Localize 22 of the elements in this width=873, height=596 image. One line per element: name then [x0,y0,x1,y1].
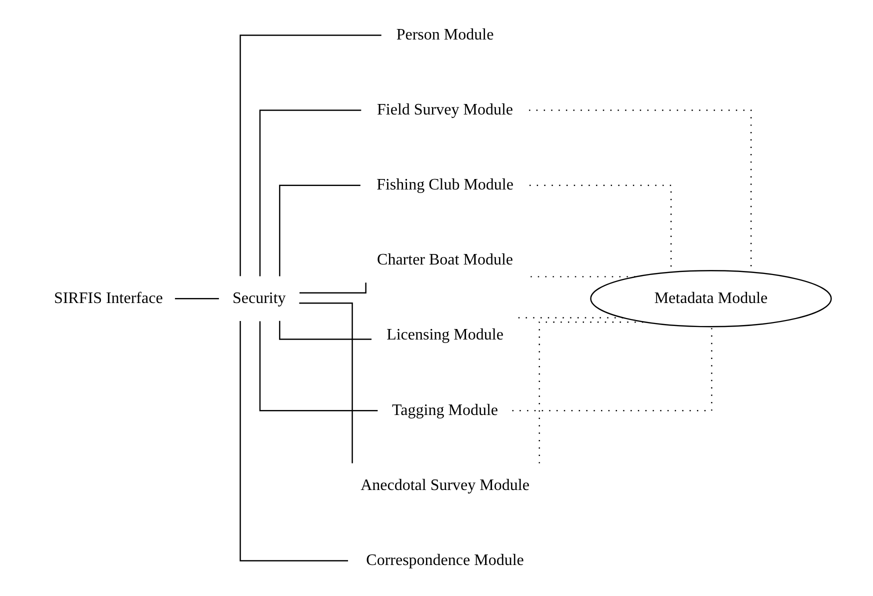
connector [518,317,624,318]
node-text: Field Survey Module [377,101,514,118]
node-ellipse: Metadata Module [590,270,832,328]
node-text: Correspondence Module [366,552,524,569]
node-text: SIRFIS Interface [54,290,163,307]
node-text: Charter Boat Module [377,252,513,269]
node-text: Tagging Module [392,402,498,419]
connector [512,326,712,412]
node-text: Security [232,290,286,307]
connector [530,276,637,278]
connector [240,320,348,562]
node-text: Licensing Module [386,326,504,344]
node-text: Person Module [396,26,494,44]
node-text: Anecdotal Survey Module [360,476,530,494]
connector [240,34,382,276]
node-text: Fishing Club Module [376,176,514,194]
connector [259,110,362,276]
connector [259,321,378,412]
connector [279,184,360,276]
connector [299,302,353,464]
connector [174,298,219,300]
connector [279,320,372,340]
